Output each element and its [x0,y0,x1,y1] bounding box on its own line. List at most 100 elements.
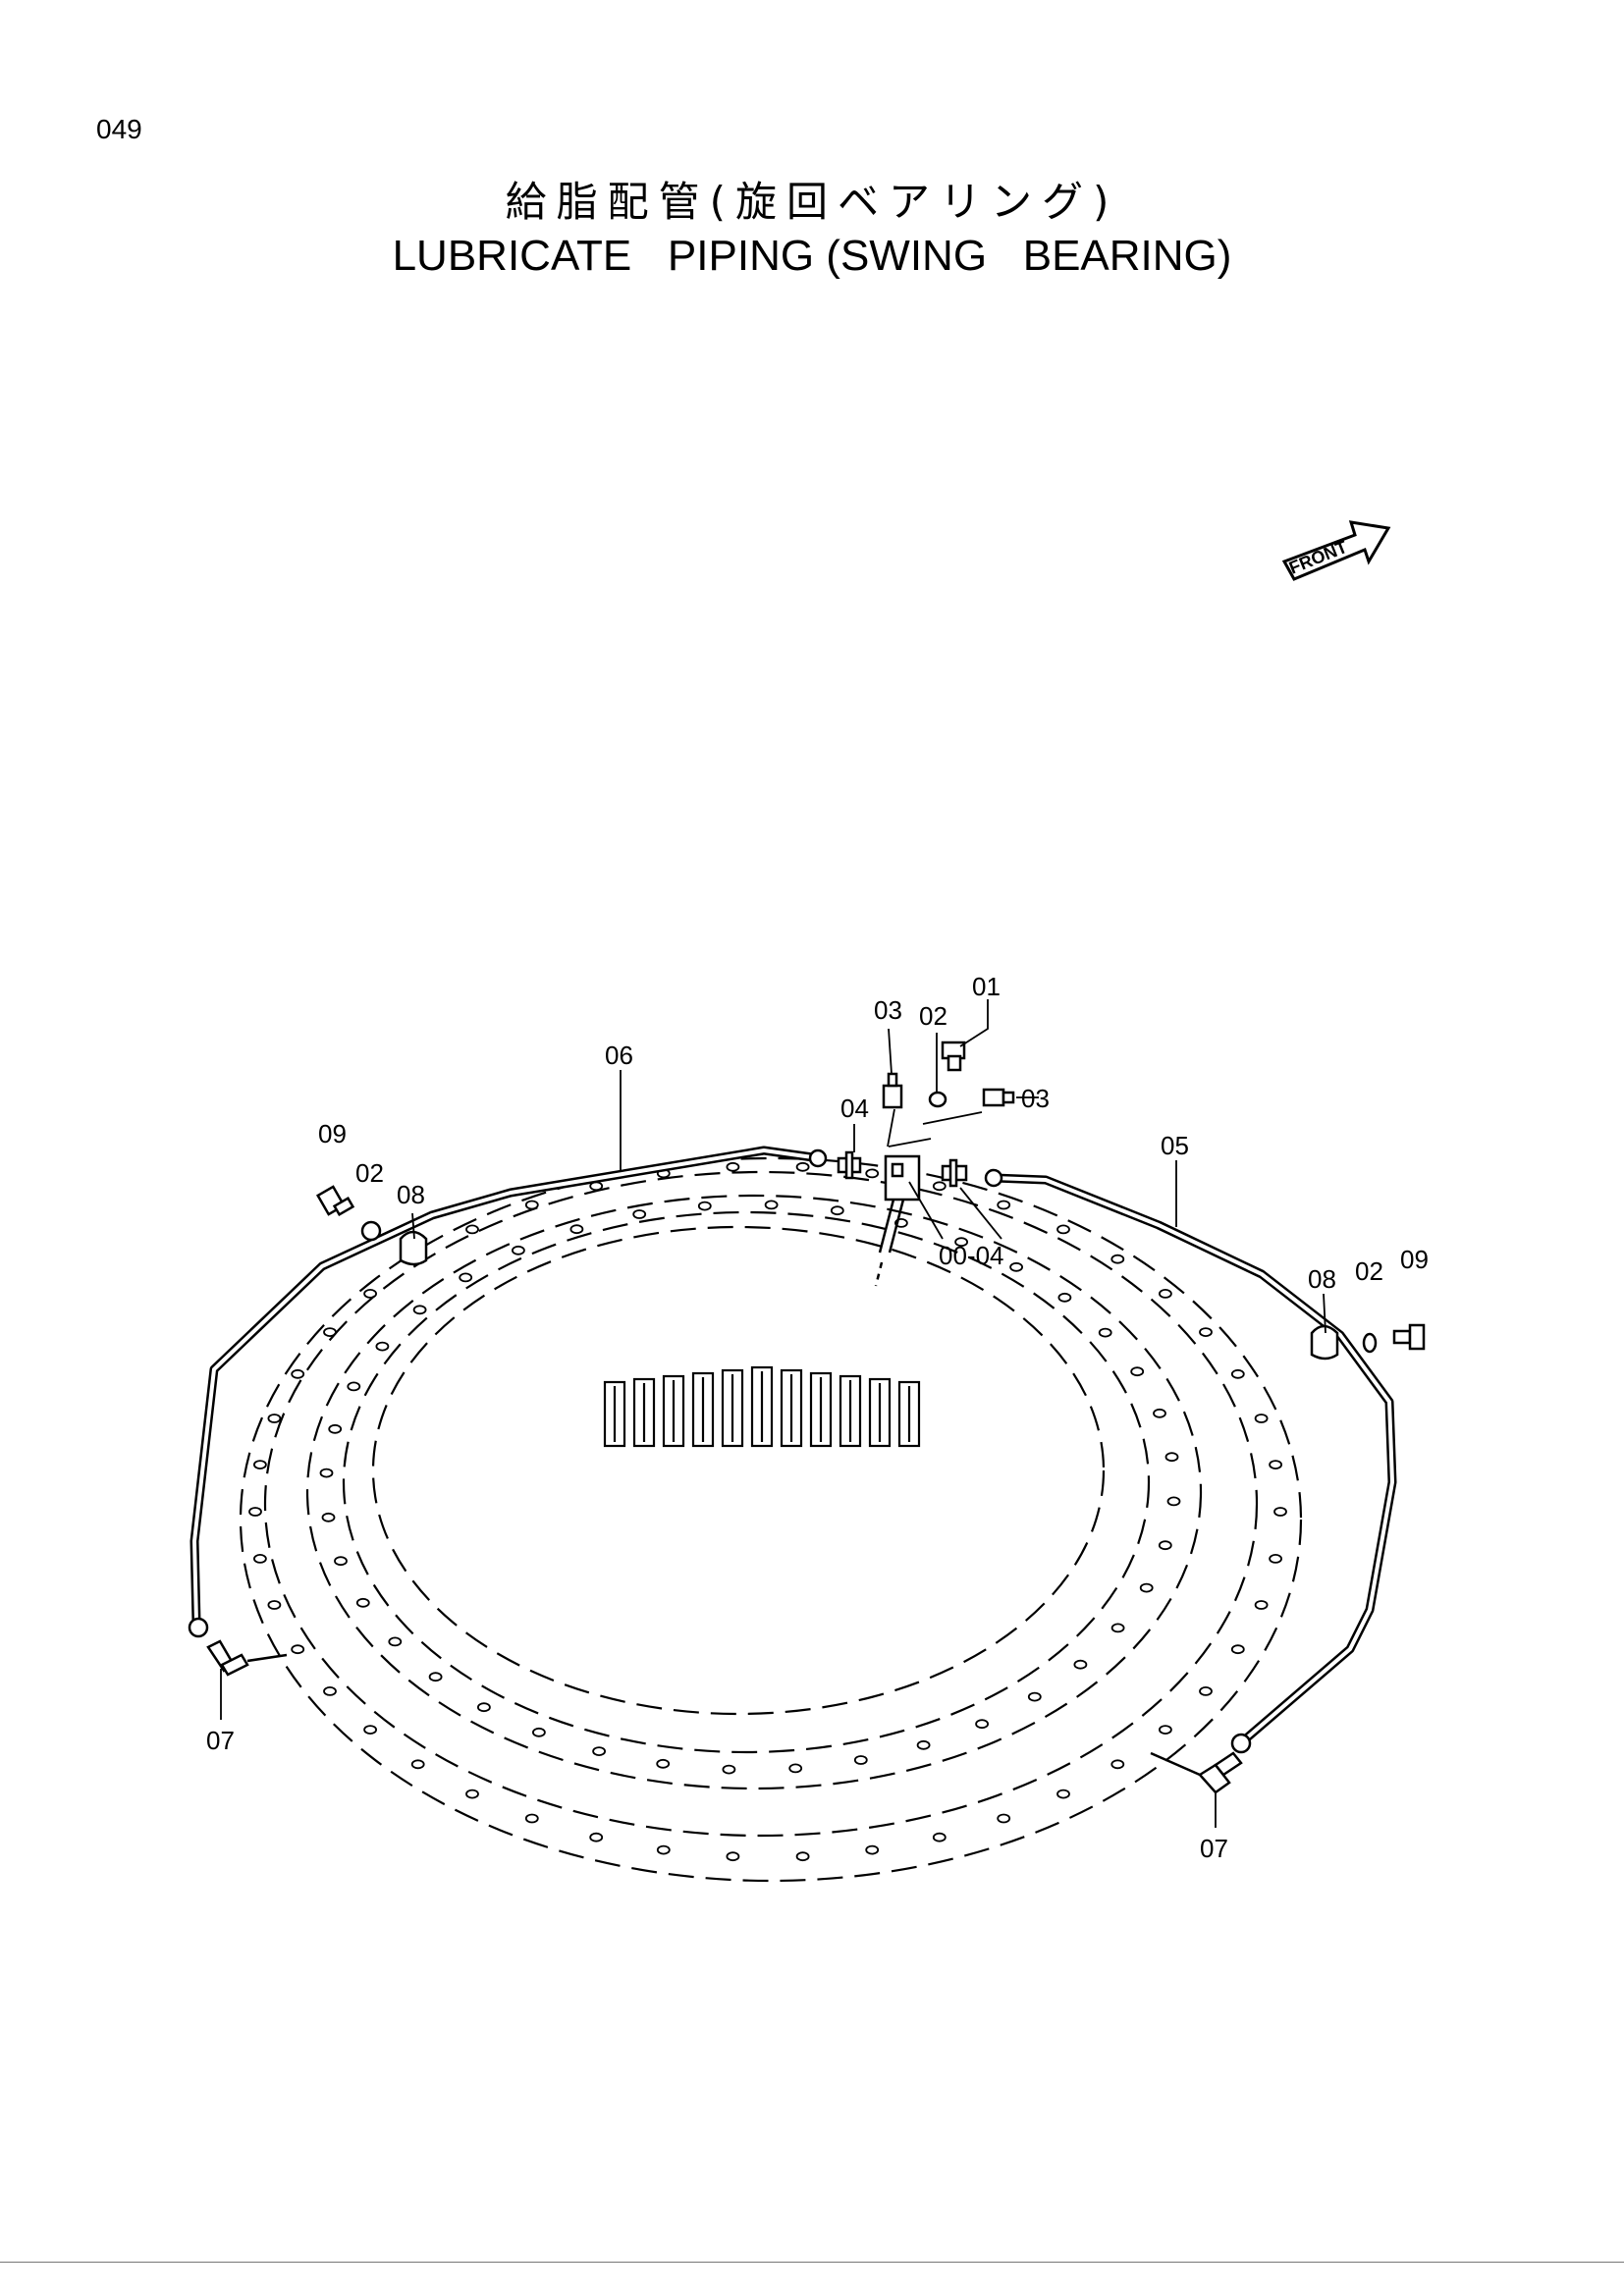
callout-09-right: 09 [1400,1245,1429,1274]
bearing-outer-ring [239,1156,1303,1883]
bolt-hole [465,1789,479,1799]
bolt-hole [328,1423,343,1434]
bolt-hole [865,1844,880,1855]
washer-02-right [1362,1332,1378,1354]
grease-nipple-03-left [882,1072,903,1109]
bolt-hole [722,1764,736,1775]
pipe-05 [993,1173,1397,1743]
bolt-hole [1110,1254,1125,1264]
bearing-ring-3 [305,1194,1203,1790]
front-label: FRONT [1286,537,1350,578]
bolt-hole [932,1832,947,1842]
bolt-hole [975,1719,989,1730]
bolt-hole [532,1727,546,1737]
pipe-nuts [188,1148,1252,1754]
bolt-hole [932,1181,947,1192]
bolt-hole [1199,1686,1213,1696]
bolt-09-right [1392,1323,1426,1351]
bolt-hole [363,1725,378,1735]
bolt-hole [512,1245,525,1255]
bolt-hole [830,1205,844,1216]
bolt-hole [252,1554,267,1564]
nut-pipe06-top [808,1148,828,1168]
callout-03-left: 03 [874,995,902,1025]
callout-00-04: 00-04 [939,1241,1004,1270]
bolt-hole [592,1746,606,1756]
bolt-hole [894,1218,908,1228]
bolt-hole [1269,1460,1282,1469]
bolt-hole [267,1414,282,1423]
bolt-hole [1110,1759,1125,1770]
bolt-hole [1254,1600,1269,1610]
washer-02-top [928,1091,947,1108]
bolt-01 [941,1041,966,1072]
bolt-hole [1056,1789,1070,1799]
bolt-hole [764,1200,779,1210]
bolt-hole [795,1851,810,1862]
bolt-hole [476,1702,491,1713]
callout-03-right: 03 [1021,1084,1050,1113]
clamp-08-right [1310,1324,1339,1361]
title-japanese: 給脂配管(旋回ベアリング) [505,178,1119,226]
bearing-inner-ring [371,1225,1106,1716]
callout-08-right: 08 [1308,1264,1336,1294]
bolt-hole [656,1844,671,1855]
bolt-hole [1164,1452,1179,1463]
bolt-hole [726,1851,740,1862]
bolt-hole [569,1224,584,1235]
bolt-hole [347,1381,361,1392]
bolt-hole [412,1305,427,1315]
fitting-04-left [837,1150,862,1180]
bolt-hole [865,1168,880,1179]
bolt-hole [291,1644,305,1655]
bolt-hole [1098,1327,1112,1338]
bolt-hole [1269,1554,1282,1564]
elbow-07-left [206,1639,288,1677]
callout-06: 06 [605,1041,633,1070]
title-english: LUBRICATE PIPING (SWING BEARING) [392,232,1232,280]
bolt-hole [1158,1540,1172,1551]
bolt-hole [459,1272,473,1283]
bolt-hole [291,1368,305,1379]
bolt-hole [410,1759,425,1770]
bolt-hole [323,1686,337,1696]
bolt-holes [248,1161,1287,1862]
callout-04-left: 04 [840,1094,869,1123]
grease-block [874,1154,921,1287]
bolt-hole [375,1341,390,1352]
bolt-hole [788,1763,803,1774]
bolt-hole [795,1161,810,1172]
callout-07-right: 07 [1200,1834,1228,1863]
nut-pipe06-bottom [188,1617,209,1638]
bolt-hole [1073,1659,1088,1670]
bolt-hole [1027,1691,1042,1702]
bolt-hole [1056,1224,1070,1235]
bolt-hole [1153,1408,1166,1418]
grease-nipple-03-right [982,1088,1015,1107]
bolt-hole [954,1237,968,1248]
bolt-hole [428,1672,443,1682]
bolt-hole [1130,1366,1145,1377]
bolt-hole [524,1200,539,1210]
bolt-hole [589,1832,604,1842]
bolt-hole [1199,1327,1213,1337]
clamp-08-left [399,1230,428,1266]
callout-09-left: 09 [318,1119,347,1148]
bolt-hole [1139,1582,1154,1593]
front-arrow-icon: FRONT [1281,520,1391,581]
callout-07-left: 07 [206,1726,235,1755]
nut-pipe05-top [984,1168,1003,1188]
bolt-hole [321,1512,336,1522]
bolt-hole [916,1739,931,1750]
callout-05: 05 [1161,1131,1189,1160]
bolt-hole [363,1289,378,1299]
bolt-hole [388,1636,403,1647]
bearing-ring-4 [342,1210,1151,1754]
bolt-hole [267,1600,282,1610]
callout-02-left: 02 [355,1158,384,1188]
bolt-hole [1009,1261,1023,1272]
bolt-hole [465,1224,479,1235]
bolt-hole [1159,1289,1172,1299]
bolt-hole [656,1758,671,1769]
gear-teeth [603,1365,921,1448]
